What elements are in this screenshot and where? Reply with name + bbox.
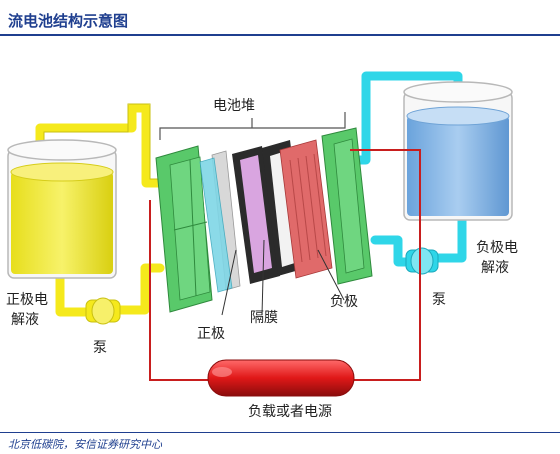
flow-battery-diagram: 电池堆 正极电 解液 负极电 解液 泵 泵 正极 隔膜 负极 负载或者电源 (6, 71, 518, 420)
label-positive: 正极 (197, 326, 225, 342)
negative-electrolyte-tank (403, 81, 513, 221)
load-or-source (207, 359, 355, 397)
label-positive-electrolyte-2: 解液 (11, 312, 39, 328)
label-right-pump: 泵 (432, 292, 446, 308)
label-load: 负载或者电源 (248, 404, 332, 420)
label-negative-electrolyte-2: 解液 (481, 260, 509, 276)
leader-lines (221, 239, 345, 316)
footer-divider (0, 432, 560, 433)
page-title: 流电池结构示意图 (8, 12, 129, 30)
label-stack: 电池堆 (213, 98, 255, 114)
left-pump (85, 297, 121, 325)
positive-electrolyte-pipes (35, 103, 167, 317)
label-positive-electrolyte-1: 正极电 (6, 292, 48, 308)
positive-electrolyte-tank (7, 139, 117, 279)
label-negative-electrolyte-1: 负极电 (476, 240, 518, 256)
label-left-pump: 泵 (93, 340, 107, 356)
battery-stack (155, 127, 373, 313)
source-note: 北京低碳院，安信证券研究中心 (8, 438, 162, 451)
external-circuit (149, 149, 421, 381)
label-membrane: 隔膜 (250, 310, 278, 326)
title-divider (0, 34, 560, 36)
label-negative: 负极 (330, 294, 358, 310)
right-pump (405, 247, 439, 275)
